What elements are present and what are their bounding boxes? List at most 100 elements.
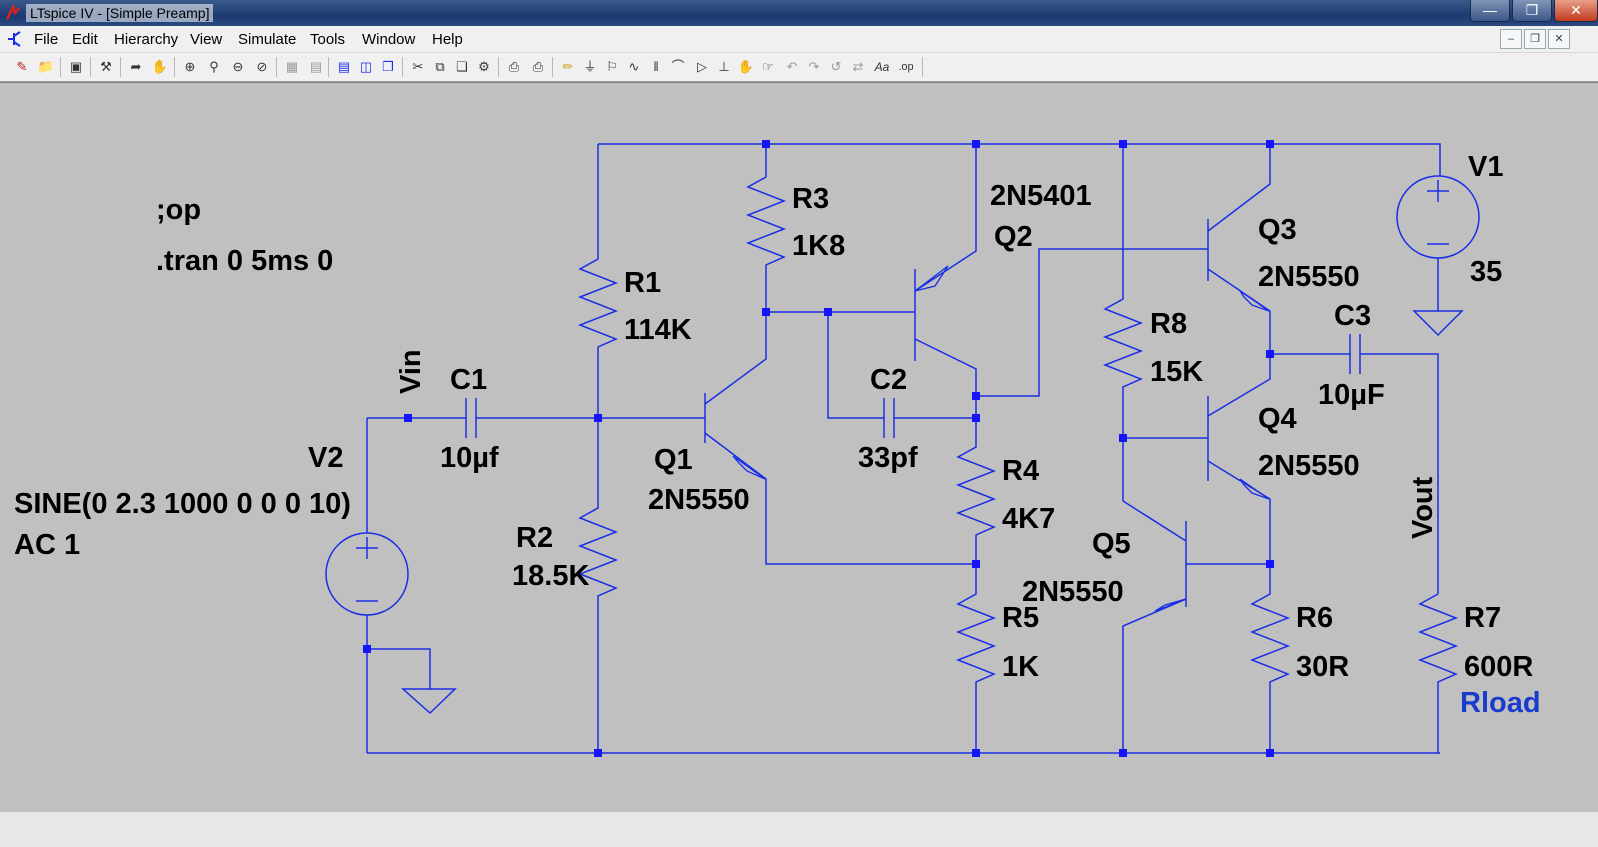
r4-name[interactable]: R4 [1002,455,1039,487]
cascade-icon[interactable]: ❐ [382,59,394,74]
run-icon[interactable]: ➦ [130,59,142,74]
r8-name[interactable]: R8 [1150,308,1187,340]
q4-value[interactable]: 2N5550 [1258,450,1360,482]
text-icon[interactable]: Aa [874,60,890,74]
schematic-doc-icon[interactable] [6,30,26,48]
mirror-icon[interactable]: ⇄ [852,59,864,74]
junction-dot [972,560,980,568]
c1-name[interactable]: C1 [450,364,487,396]
c3-name[interactable]: C3 [1334,300,1371,332]
close-button[interactable]: ✕ [1554,0,1598,22]
mdi-minimize-button[interactable]: – [1500,29,1522,49]
cut-icon[interactable]: ✂ [412,59,424,74]
maximize-button[interactable]: ❐ [1512,0,1552,22]
menu-simulate[interactable]: Simulate [238,31,297,48]
net-label-vin[interactable]: Vin [395,349,427,394]
print-icon[interactable]: ⎙ [532,59,544,74]
zoom-in-icon[interactable]: ⊕ [184,59,196,74]
pan-icon[interactable]: ⚲ [209,59,219,74]
zoom-out-icon[interactable]: ⊖ [232,59,244,74]
q5-value[interactable]: 2N5550 [1022,576,1124,608]
r5-name[interactable]: R5 [1002,602,1039,634]
copy-icon[interactable]: ⧉ [435,59,445,74]
paste-icon[interactable]: ❏ [456,59,468,74]
new-schematic-icon[interactable]: ✎ [16,59,28,74]
menu-bar: File Edit Hierarchy View Simulate Tools … [0,26,1598,53]
q3-name[interactable]: Q3 [1258,214,1297,246]
r2-value[interactable]: 18.5K [512,560,589,592]
menu-tools[interactable]: Tools [310,31,346,48]
r6-name[interactable]: R6 [1296,602,1333,634]
undo-icon[interactable]: ↶ [786,59,798,74]
r7-value[interactable]: 600R [1464,651,1533,683]
menu-window[interactable]: Window [362,31,416,48]
capacitor-icon[interactable]: ‖ [653,59,659,74]
r3-name[interactable]: R3 [792,183,829,215]
junction-dot [972,414,980,422]
c3-value[interactable]: 10µF [1318,379,1385,411]
r1-value[interactable]: 114K [624,314,692,346]
q3-value[interactable]: 2N5550 [1258,261,1360,293]
menu-file[interactable]: File [34,31,59,48]
find-icon[interactable]: ⚙ [478,59,490,74]
q1-name[interactable]: Q1 [654,444,693,476]
component-icon[interactable]: ⊥ [718,59,730,74]
r4-value[interactable]: 4K7 [1002,503,1055,535]
mdi-restore-button[interactable]: ❐ [1524,29,1546,49]
spice-directive-icon[interactable]: .op [898,61,914,73]
r1-name[interactable]: R1 [624,267,661,299]
rotate-icon[interactable]: ↺ [830,59,842,74]
menu-view[interactable]: View [190,31,223,48]
inductor-icon[interactable]: ⌒ [671,59,685,74]
v2-name[interactable]: V2 [308,442,343,474]
v2-value[interactable]: SINE(0 2.3 1000 0 0 0 10) [14,488,351,520]
drag-icon[interactable]: ☞ [762,59,774,74]
autorange-icon[interactable]: ▦ [285,59,299,74]
op-directive[interactable]: ;op [156,194,201,226]
r3-value[interactable]: 1K8 [792,230,845,262]
draw-wire-icon[interactable]: ✏ [562,59,574,74]
r5-value[interactable]: 1K [1002,651,1039,683]
q2-value[interactable]: 2N5401 [990,180,1092,212]
v1-value[interactable]: 35 [1470,256,1502,288]
move-icon[interactable]: ✋ [737,59,755,74]
net-label-vout[interactable]: Vout [1407,476,1439,539]
tile-vertical-icon[interactable]: ◫ [359,59,373,74]
ground-icon[interactable]: ⏚ [583,59,597,74]
diode-icon[interactable]: ▷ [697,59,707,74]
r7-label-rload[interactable]: Rload [1460,687,1541,719]
r2-name[interactable]: R2 [516,522,553,554]
schematic-canvas[interactable]: ;op .tran 0 5ms 0 Vin Vout V2 SINE(0 2.3… [0,82,1598,811]
resistor-icon[interactable]: ∿ [628,59,640,74]
tile-horizontal-icon[interactable]: ▤ [337,59,351,74]
r6-value[interactable]: 30R [1296,651,1349,683]
c2-value[interactable]: 33pf [858,442,918,474]
label-net-icon[interactable]: ⚐ [606,59,618,74]
junction-dot [1266,749,1274,757]
print-setup-icon[interactable]: ⎙ [508,59,520,74]
menu-help[interactable]: Help [432,31,463,48]
redo-icon[interactable]: ↷ [808,59,820,74]
v1-name[interactable]: V1 [1468,151,1503,183]
menu-hierarchy[interactable]: Hierarchy [114,31,179,48]
q2-name[interactable]: Q2 [994,221,1033,253]
save-icon[interactable]: ▣ [69,59,83,74]
v2-ac-value[interactable]: AC 1 [14,529,80,561]
minimize-button[interactable]: — [1470,0,1510,22]
c1-value[interactable]: 10µf [440,442,499,474]
c2-name[interactable]: C2 [870,364,907,396]
control-panel-icon[interactable]: ⚒ [100,59,112,74]
mdi-close-button[interactable]: ✕ [1548,29,1570,49]
tran-directive[interactable]: .tran 0 5ms 0 [156,245,333,277]
r7-name[interactable]: R7 [1464,602,1501,634]
halt-icon[interactable]: ✋ [151,59,169,74]
junction-dot [1266,560,1274,568]
zoom-fit-icon[interactable]: ⊘ [256,59,268,74]
waveform-icon[interactable]: ▤ [309,59,323,74]
q1-value[interactable]: 2N5550 [648,484,750,516]
r8-value[interactable]: 15K [1150,356,1203,388]
open-folder-icon[interactable]: 📁 [37,59,55,74]
q4-name[interactable]: Q4 [1258,403,1297,435]
q5-name[interactable]: Q5 [1092,528,1131,560]
menu-edit[interactable]: Edit [72,31,98,48]
